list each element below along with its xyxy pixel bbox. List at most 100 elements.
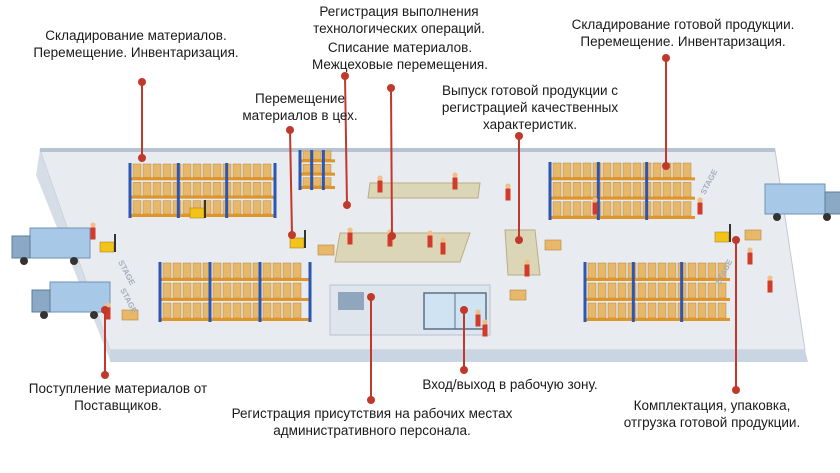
label-shipping: Комплектация, упаковка, отгрузка готовой… [623,398,801,430]
rack-box [662,201,672,217]
rack-box [242,302,252,319]
rack-post [548,162,552,220]
worker-body [440,242,446,255]
worker-head [524,259,530,265]
rack-box [672,182,682,197]
rack-box [232,302,242,319]
rack-box [622,201,632,217]
rack-box [682,201,692,217]
truck-wheel [773,213,781,221]
rack-box [252,182,262,196]
rack-shelf [550,177,695,181]
pallet-box [121,309,139,321]
rack-box [262,200,272,215]
rack-box [602,201,612,217]
rack-box [552,182,562,197]
rack-box [302,150,312,160]
truck-wheel [70,257,78,265]
rack-box [672,201,682,217]
rack-box [212,182,222,196]
rack-box [192,302,202,319]
worker-body [524,264,530,277]
rack-product-2 [583,262,730,322]
rack-box [587,302,597,319]
pin-dot-top [367,293,375,301]
rack-box [617,262,627,279]
pin-line [344,75,348,206]
rack-box [662,182,672,197]
rack-post [208,262,212,322]
rack-post [258,262,262,322]
rack-box [222,282,232,299]
worker [697,197,703,215]
label-product-release: Выпуск готовой продукции с регистрацией … [441,83,619,132]
rack-box [602,162,612,178]
rack-box [242,182,252,196]
truck-wheel [40,311,48,319]
label-attendance: Регистрация присутствия на рабочих места… [231,406,513,438]
worker [452,172,458,190]
rack-shelf [130,195,275,199]
rack-box [562,182,572,197]
rack-box [282,282,292,299]
pin-product-release [515,132,523,244]
truck-box [29,227,91,259]
rack-box [572,182,582,197]
rack-box [242,163,252,178]
truck-outgoing [764,183,840,221]
pin-attendance [367,293,375,404]
rack-shelf [160,298,310,301]
worker-head [377,175,383,181]
rack-shelf [300,186,335,189]
rack-post [596,162,600,220]
rack-shelf [585,318,730,321]
rack-post [583,262,587,322]
worker-head [347,227,353,233]
worker [475,309,481,327]
forklift-mast [114,234,116,252]
pin-writeoff [387,84,396,240]
rack-post [176,163,180,218]
rack-box [687,262,697,279]
worker-head [697,197,703,203]
pallet-box [544,239,562,251]
back-wall [40,148,775,152]
rack-box [202,163,212,178]
pin-dot-bottom [343,201,351,209]
rack-post [128,163,132,218]
rack-box [182,182,192,196]
rack-box [697,262,707,279]
worker-body [482,324,488,337]
rack-box [667,302,677,319]
worker [524,259,530,277]
rack-box [172,282,182,299]
rack-raw-2 [158,262,312,322]
worker [767,275,773,293]
rack-shelf [300,159,335,163]
rack-post [158,262,162,322]
forklift [714,224,731,243]
rack-box [162,182,172,196]
rack-post [631,262,635,322]
rack-box [142,182,152,196]
rack-box [212,282,222,299]
rack-post [273,163,277,218]
pin-dot-bottom [367,396,375,404]
worker-head [427,230,433,236]
rack-box [612,182,622,197]
worker-head [440,237,446,243]
pin-dot-top [138,78,146,86]
truck-incoming-1 [11,227,91,265]
pin-dot-bottom [732,386,740,394]
rack-box [622,182,632,197]
rack-shelf [160,278,310,281]
rack-raw-3 [298,150,335,190]
rack-box [617,282,627,299]
worker-head [90,222,96,228]
rack-post [310,150,314,190]
rack-box [647,302,657,319]
worker-body [90,227,96,240]
rack-box [242,262,252,279]
worker-head [505,183,511,189]
rack-box [652,182,662,197]
